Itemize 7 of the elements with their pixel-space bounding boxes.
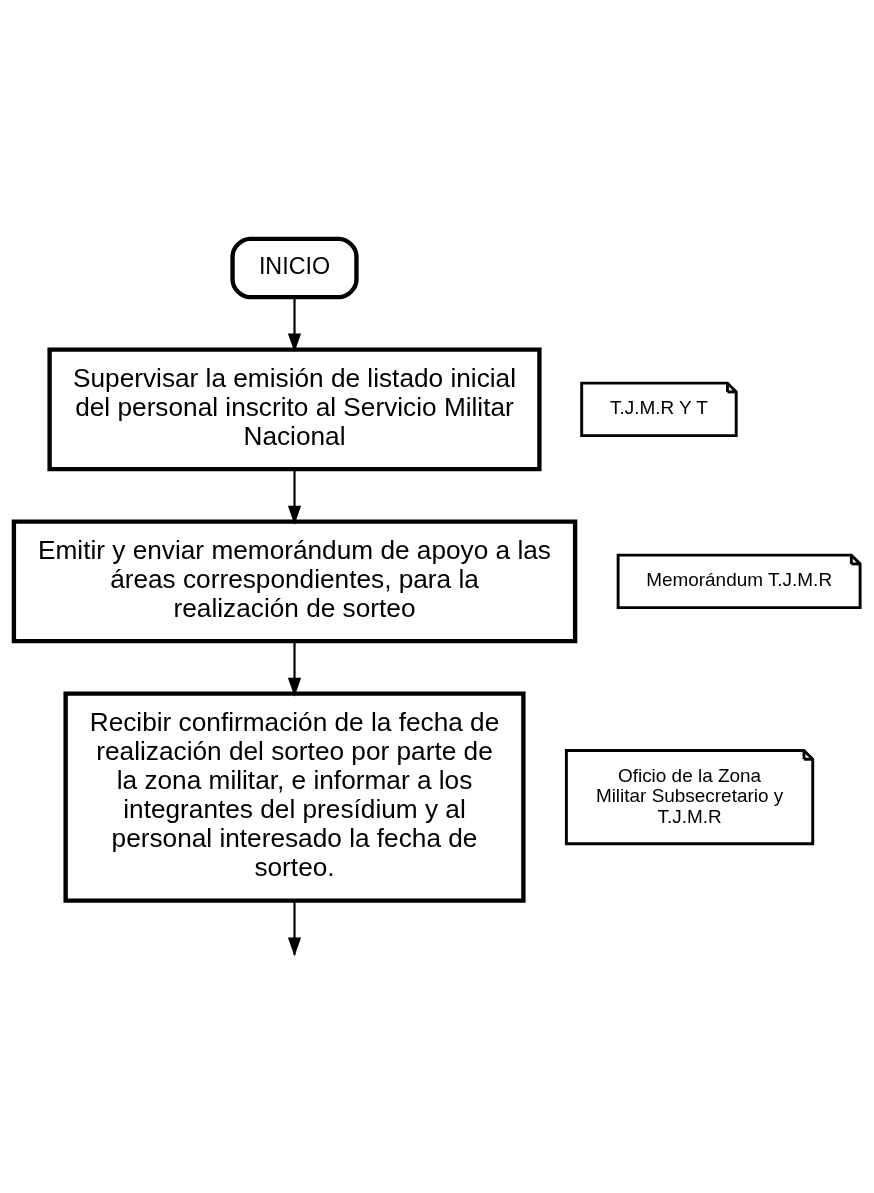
arrow: [287, 469, 302, 525]
arrow: [287, 641, 302, 697]
node-box: Emitir y enviar memorándum de apoyo a las áreas correspondientes, para la realización de sorteo: [11, 519, 578, 644]
node-box: INICIO: [230, 236, 359, 300]
node-box: Recibir confirmación de la fecha de realización del sorteo por parte de la zona militar, e informar a los integrantes del presídium y al personal interesado la fecha de sorteo.: [63, 691, 526, 903]
arrow: [287, 297, 302, 353]
node-box: Supervisar la emisión de listado inicial del personal inscrito al Servicio Militar Nacional: [47, 347, 542, 472]
